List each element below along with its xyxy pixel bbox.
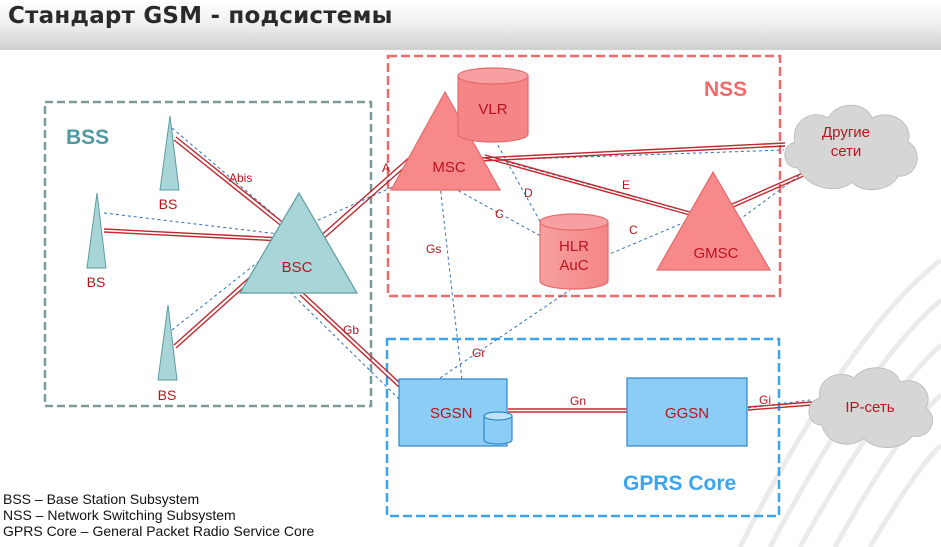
gmsc-label: GMSC xyxy=(694,245,739,262)
legend-abbr: BSS xyxy=(3,491,32,507)
legend-text: General Packet Radio Service Core xyxy=(92,523,315,539)
bss-frame xyxy=(43,100,373,408)
legend-text: Base Station Subsystem xyxy=(46,491,200,507)
interface-c-msc-hlr: C xyxy=(495,207,504,221)
sgsn-database-icon xyxy=(483,411,513,445)
legend-abbr: GPRS Core xyxy=(3,523,77,539)
interface-abis: Abis xyxy=(229,171,252,185)
page-title: Стандарт GSM - подсистемы xyxy=(8,3,393,29)
legend-item-nss: NSS – Network Switching Subsystem xyxy=(3,507,314,523)
legend-item-gprs: GPRS Core – General Packet Radio Service… xyxy=(3,523,314,539)
ip-network-cloud: IP-сеть xyxy=(808,367,933,448)
legend-sep: – xyxy=(31,507,48,523)
interface-gn: Gn xyxy=(570,394,586,408)
cloud-ip-label: IP-сеть xyxy=(845,399,894,416)
bs-middle: BS xyxy=(86,192,107,290)
gmsc-node: GMSC xyxy=(655,170,772,271)
bs-bottom-label: BS xyxy=(158,387,177,403)
gprs-title: GPRS Core xyxy=(623,472,736,495)
interface-d: D xyxy=(524,186,533,200)
legend-sep: – xyxy=(31,491,47,507)
sgsn-node: SGSN xyxy=(398,378,513,447)
interface-gb: Gb xyxy=(343,323,359,337)
msc-label: MSC xyxy=(432,159,466,176)
bss-title: BSS xyxy=(66,126,109,149)
gprs-frame xyxy=(385,337,781,518)
bs-middle-label: BS xyxy=(87,274,106,290)
bsc-node: BSC xyxy=(238,191,359,294)
sgsn-label: SGSN xyxy=(430,405,473,422)
legend-item-bss: BSS – Base Station Subsystem xyxy=(3,491,314,507)
legend-sep: – xyxy=(76,523,93,539)
other-networks-cloud: Другие сети xyxy=(784,104,918,191)
cloud-other-label-2: сети xyxy=(831,143,862,160)
vlr-label: VLR xyxy=(478,101,507,118)
title-bar: Стандарт GSM - подсистемы xyxy=(0,0,941,50)
interface-a: A xyxy=(382,161,390,175)
interface-gi: Gi xyxy=(759,393,771,407)
bs-top-label: BS xyxy=(159,196,178,212)
bs-bottom: BS xyxy=(157,304,178,403)
bsc-label: BSC xyxy=(282,259,313,276)
legend: BSS – Base Station Subsystem NSS – Netwo… xyxy=(3,491,314,539)
interface-c-hlr-gmsc: C xyxy=(629,223,638,237)
bs-top: BS xyxy=(159,115,180,212)
cloud-other-label-1: Другие xyxy=(822,124,870,141)
hlr-label: HLR xyxy=(559,238,589,255)
ggsn-label: GGSN xyxy=(665,405,709,422)
legend-abbr: NSS xyxy=(3,507,32,523)
interface-labels: Abis A Gb Gs Gr Gn Gi D C C E xyxy=(229,161,771,408)
auc-label: AuC xyxy=(559,257,588,274)
vlr-database: VLR xyxy=(457,67,529,143)
ggsn-node: GGSN xyxy=(626,377,748,447)
interface-e: E xyxy=(622,178,630,192)
interface-gs: Gs xyxy=(426,242,441,256)
msc-node: MSC xyxy=(389,90,502,191)
legend-text: Network Switching Subsystem xyxy=(47,507,236,523)
nss-title: NSS xyxy=(704,78,747,101)
hlr-auc-database: HLR AuC xyxy=(539,213,609,290)
interface-gr: Gr xyxy=(472,346,485,360)
